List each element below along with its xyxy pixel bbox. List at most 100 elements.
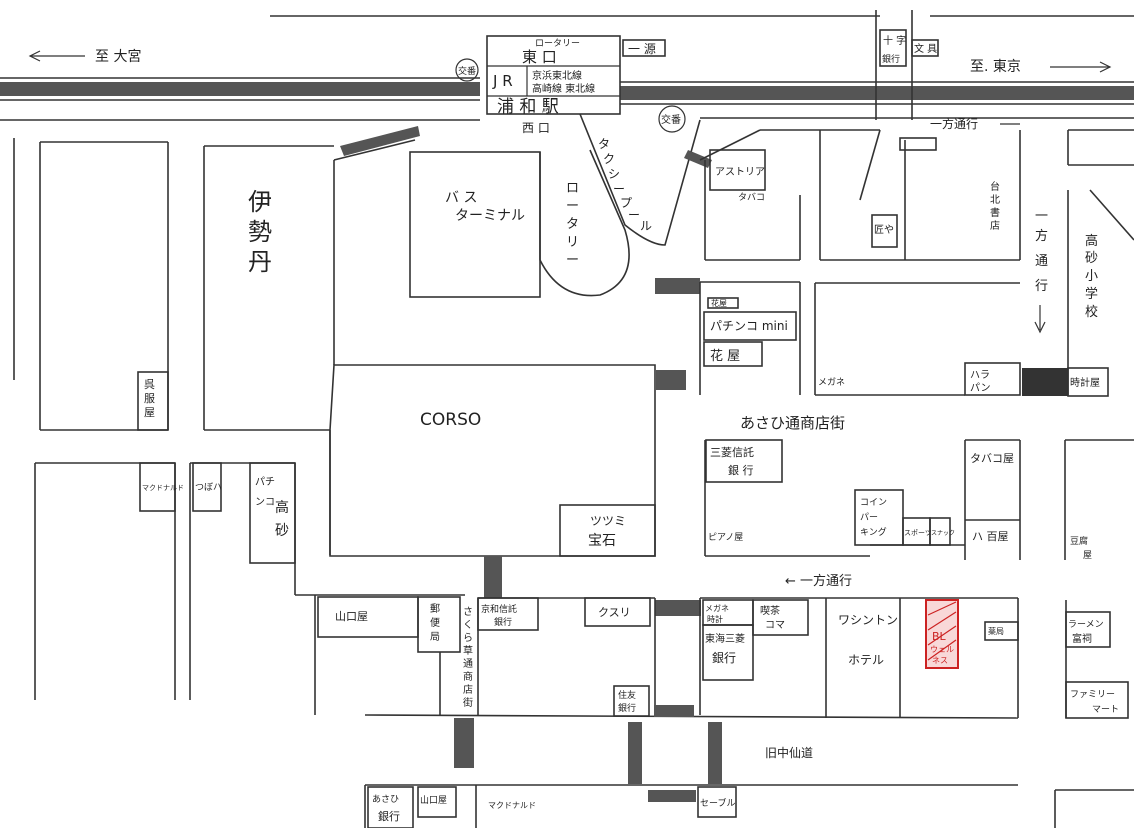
hanaya-small-label: 花屋 — [711, 298, 727, 308]
tsutsumi-label-2: 宝石 — [588, 533, 616, 549]
shoten-char-1: 台 — [990, 180, 1000, 193]
yamaguchi2-label: 山口屋 — [420, 795, 447, 806]
oneway-right-vertical: 一 方 通 行 — [1035, 209, 1048, 294]
sakuraso-street-vertical: さ く ら 草 通 商 店 街 — [463, 606, 473, 709]
kusuri-label: クスリ — [598, 606, 631, 619]
direction-omiya: 至 大宮 — [28, 49, 141, 65]
pachinko-takasago-label-1: パチ — [255, 476, 275, 488]
yamaguchi-label: 山口屋 — [335, 610, 368, 623]
jr-label: J R — [492, 72, 513, 90]
tabako-small-label: タバコ — [738, 192, 765, 203]
sakuraso-char-8: 街 — [463, 696, 473, 709]
tokeiya-label: 時計屋 — [1070, 376, 1100, 389]
ramen-label-1: ラーメン — [1068, 619, 1104, 630]
taxi-char-5: プ — [620, 196, 632, 210]
crosswalk-sakuraso-south — [454, 718, 474, 768]
lines-label-1: 京浜東北線 — [532, 69, 582, 82]
destination-bl-wellness[interactable]: BL ウェル ネス — [925, 599, 959, 669]
isetan-char-2: 勢 — [248, 218, 272, 246]
station-name: 浦 和 駅 — [497, 97, 559, 117]
hara-label-1: ハラ — [970, 369, 990, 381]
bunsei-label: 文 具 — [914, 42, 937, 55]
east-exit-label: 東 口 — [522, 48, 557, 66]
tsubo-label: つぼハ — [195, 482, 222, 493]
kissa-label-1: 喫茶 — [760, 604, 780, 617]
bunsei-shop — [911, 39, 939, 57]
oneway-right-char-4: 行 — [1035, 279, 1048, 294]
asahi-bank-label-1: あさひ — [372, 794, 399, 805]
isetan: 伊 勢 丹 — [248, 188, 272, 276]
rotary-label-vertical: ロ ー タ リ ー — [566, 181, 579, 268]
rotary-char-1: ロ — [566, 181, 579, 196]
juji-label: 十 字 — [883, 34, 906, 47]
tokai-label-1: 東海三菱 — [705, 632, 745, 645]
sumitomo-bank — [613, 685, 650, 717]
rotary-char-2: ー — [566, 199, 579, 214]
kissa-label-2: コマ — [765, 620, 785, 631]
gofuku-char-2: 服 — [144, 392, 155, 405]
sakuraso-char-6: 商 — [463, 670, 473, 683]
mitsubishi-trust-label-2: 銀 行 — [728, 463, 754, 477]
shoten-char-2: 北 — [990, 194, 1000, 206]
tokai-bank — [702, 624, 754, 681]
bl-label-2: ウェル — [930, 645, 954, 654]
bl-label-3: ネス — [932, 656, 948, 665]
koban-east-label: 交番 — [661, 113, 681, 126]
isetan-char-1: 伊 — [248, 188, 272, 216]
crosswalk-south-center — [655, 600, 701, 616]
tsutsumi-shop — [559, 504, 656, 557]
to-tokyo-label: 至. 東京 — [970, 59, 1021, 75]
mac2-label: マクドナルド — [488, 801, 536, 810]
yamaguchi-shop — [317, 596, 419, 638]
hachi-label: ハ 百屋 — [972, 530, 1009, 543]
koban-east-icon — [658, 105, 686, 133]
taxi-char-6: ー — [628, 208, 640, 222]
sakuraso-char-3: ら — [463, 632, 473, 644]
ichigen-shop — [622, 39, 666, 57]
pachinko-takasago-label-2: ンコ — [255, 497, 275, 508]
seibu-label: セーブル — [700, 797, 735, 809]
crosswalk-astoria — [684, 150, 712, 168]
shoten-char-3: 書 — [990, 206, 1000, 219]
crosswalk-hara — [1022, 368, 1068, 396]
pachinko-takasago-label-4: 砂 — [275, 523, 289, 539]
coin-label-2: パー — [860, 512, 878, 523]
yubin-label-2: 便 — [430, 616, 440, 629]
taxi-char-7: ル — [640, 219, 652, 233]
family-mart — [1065, 681, 1129, 719]
taxi-pool-shape — [579, 113, 701, 246]
ginko-label: 銀行 — [882, 53, 900, 65]
kyodo-label-2: 銀行 — [494, 616, 512, 628]
kyodo-bank — [477, 597, 539, 631]
shi-shop — [871, 214, 898, 248]
hanaya-shop — [703, 341, 763, 367]
mac-label: マクドナルド — [142, 484, 184, 492]
school-char-3: 小 — [1085, 269, 1098, 284]
sakuraso-char-1: さ — [463, 606, 473, 618]
taxi-char-1: タ — [598, 137, 610, 151]
sakuraso-char-5: 通 — [463, 658, 473, 670]
astoria-shop — [709, 149, 766, 191]
juji-shop — [879, 29, 907, 67]
station-building: ロータリー 東 口 J R 京浜東北線 高崎線 東北線 浦 和 駅 西 口 — [486, 35, 621, 135]
gofuku-char-3: 屋 — [144, 406, 155, 419]
family-label-1: ファミリー — [1070, 690, 1115, 700]
crosswalk-sumitomo — [654, 705, 694, 717]
snack-shop — [929, 517, 951, 546]
rotary-shape — [539, 149, 630, 297]
gofuku-shop — [137, 371, 169, 431]
crosswalk-corso-east — [656, 370, 686, 390]
nakasendo-label: 旧中仙道 — [765, 745, 813, 760]
sports-label: スポーツ — [904, 529, 932, 537]
asahi-bank-label-2: 銀行 — [378, 809, 400, 823]
school-char-1: 高 — [1085, 233, 1098, 249]
koban-west-icon — [455, 58, 479, 82]
crosswalk-rotary-east — [655, 278, 700, 294]
sakuraso-char-4: 草 — [463, 645, 473, 657]
rotary-char-3: タ — [566, 217, 579, 232]
pachinko-takasago-shop — [249, 462, 296, 564]
asahi-street-label: あさひ通商店街 — [740, 414, 845, 432]
coin-label-3: キング — [860, 526, 887, 538]
piano-label: ピアノ屋 — [708, 532, 743, 543]
